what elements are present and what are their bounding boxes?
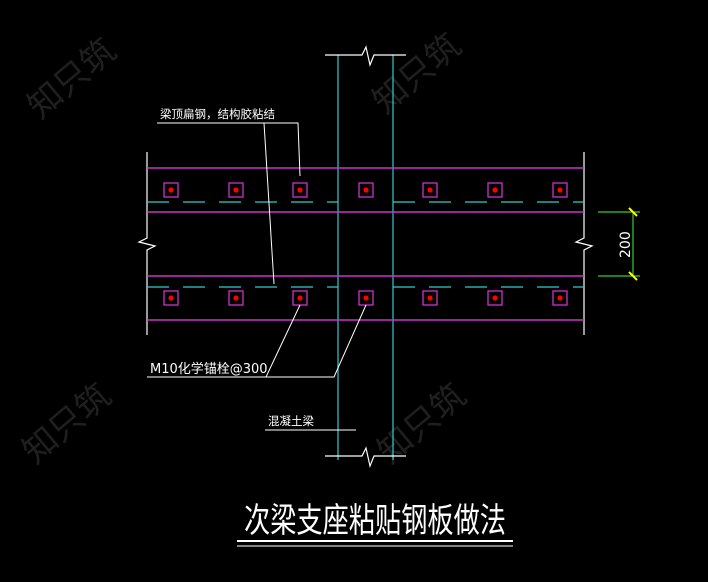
- leader-lines: [147, 122, 367, 431]
- bolt-top-2: [228, 182, 244, 198]
- drawing-title: 次梁支座粘贴钢板做法: [244, 501, 506, 541]
- dim-tick-top: [628, 207, 638, 217]
- bolt-top-4: [358, 182, 374, 198]
- bolt-top-6: [487, 182, 503, 198]
- break-line-right: [574, 152, 594, 335]
- secondary-beam: [325, 45, 406, 469]
- plate-centerlines: [147, 201, 584, 288]
- label-steel-plate: 梁顶扁钢，结构胶粘结: [160, 107, 275, 121]
- dimension-200: 200: [598, 207, 640, 281]
- dim-tick-bottom: [628, 271, 638, 281]
- bolt-bottom-5: [422, 290, 438, 306]
- bolt-bottom-6: [487, 290, 503, 306]
- label-concrete-beam: 混凝土梁: [268, 414, 314, 428]
- steel-plates: [147, 167, 584, 321]
- bolt-bottom-1: [163, 290, 179, 306]
- anchor-bolts: [163, 182, 568, 306]
- bolt-top-7: [552, 182, 568, 198]
- leader-anchor-bolt-branch: [266, 304, 367, 378]
- main-beam: [137, 152, 594, 335]
- leader-steel-plate: [157, 122, 301, 177]
- leader-steel-plate-branch: [263, 122, 275, 285]
- bolt-top-1: [163, 182, 179, 198]
- dimension-text: 200: [618, 231, 634, 258]
- bolt-top-5: [422, 182, 438, 198]
- bolt-top-3: [292, 182, 308, 198]
- break-line-bottom: [325, 446, 406, 469]
- label-anchor-bolt: M10化学锚栓@300: [150, 361, 268, 377]
- bolt-bottom-2: [228, 290, 244, 306]
- break-line-left: [137, 152, 157, 335]
- break-line-top: [325, 45, 406, 68]
- bolt-bottom-7: [552, 290, 568, 306]
